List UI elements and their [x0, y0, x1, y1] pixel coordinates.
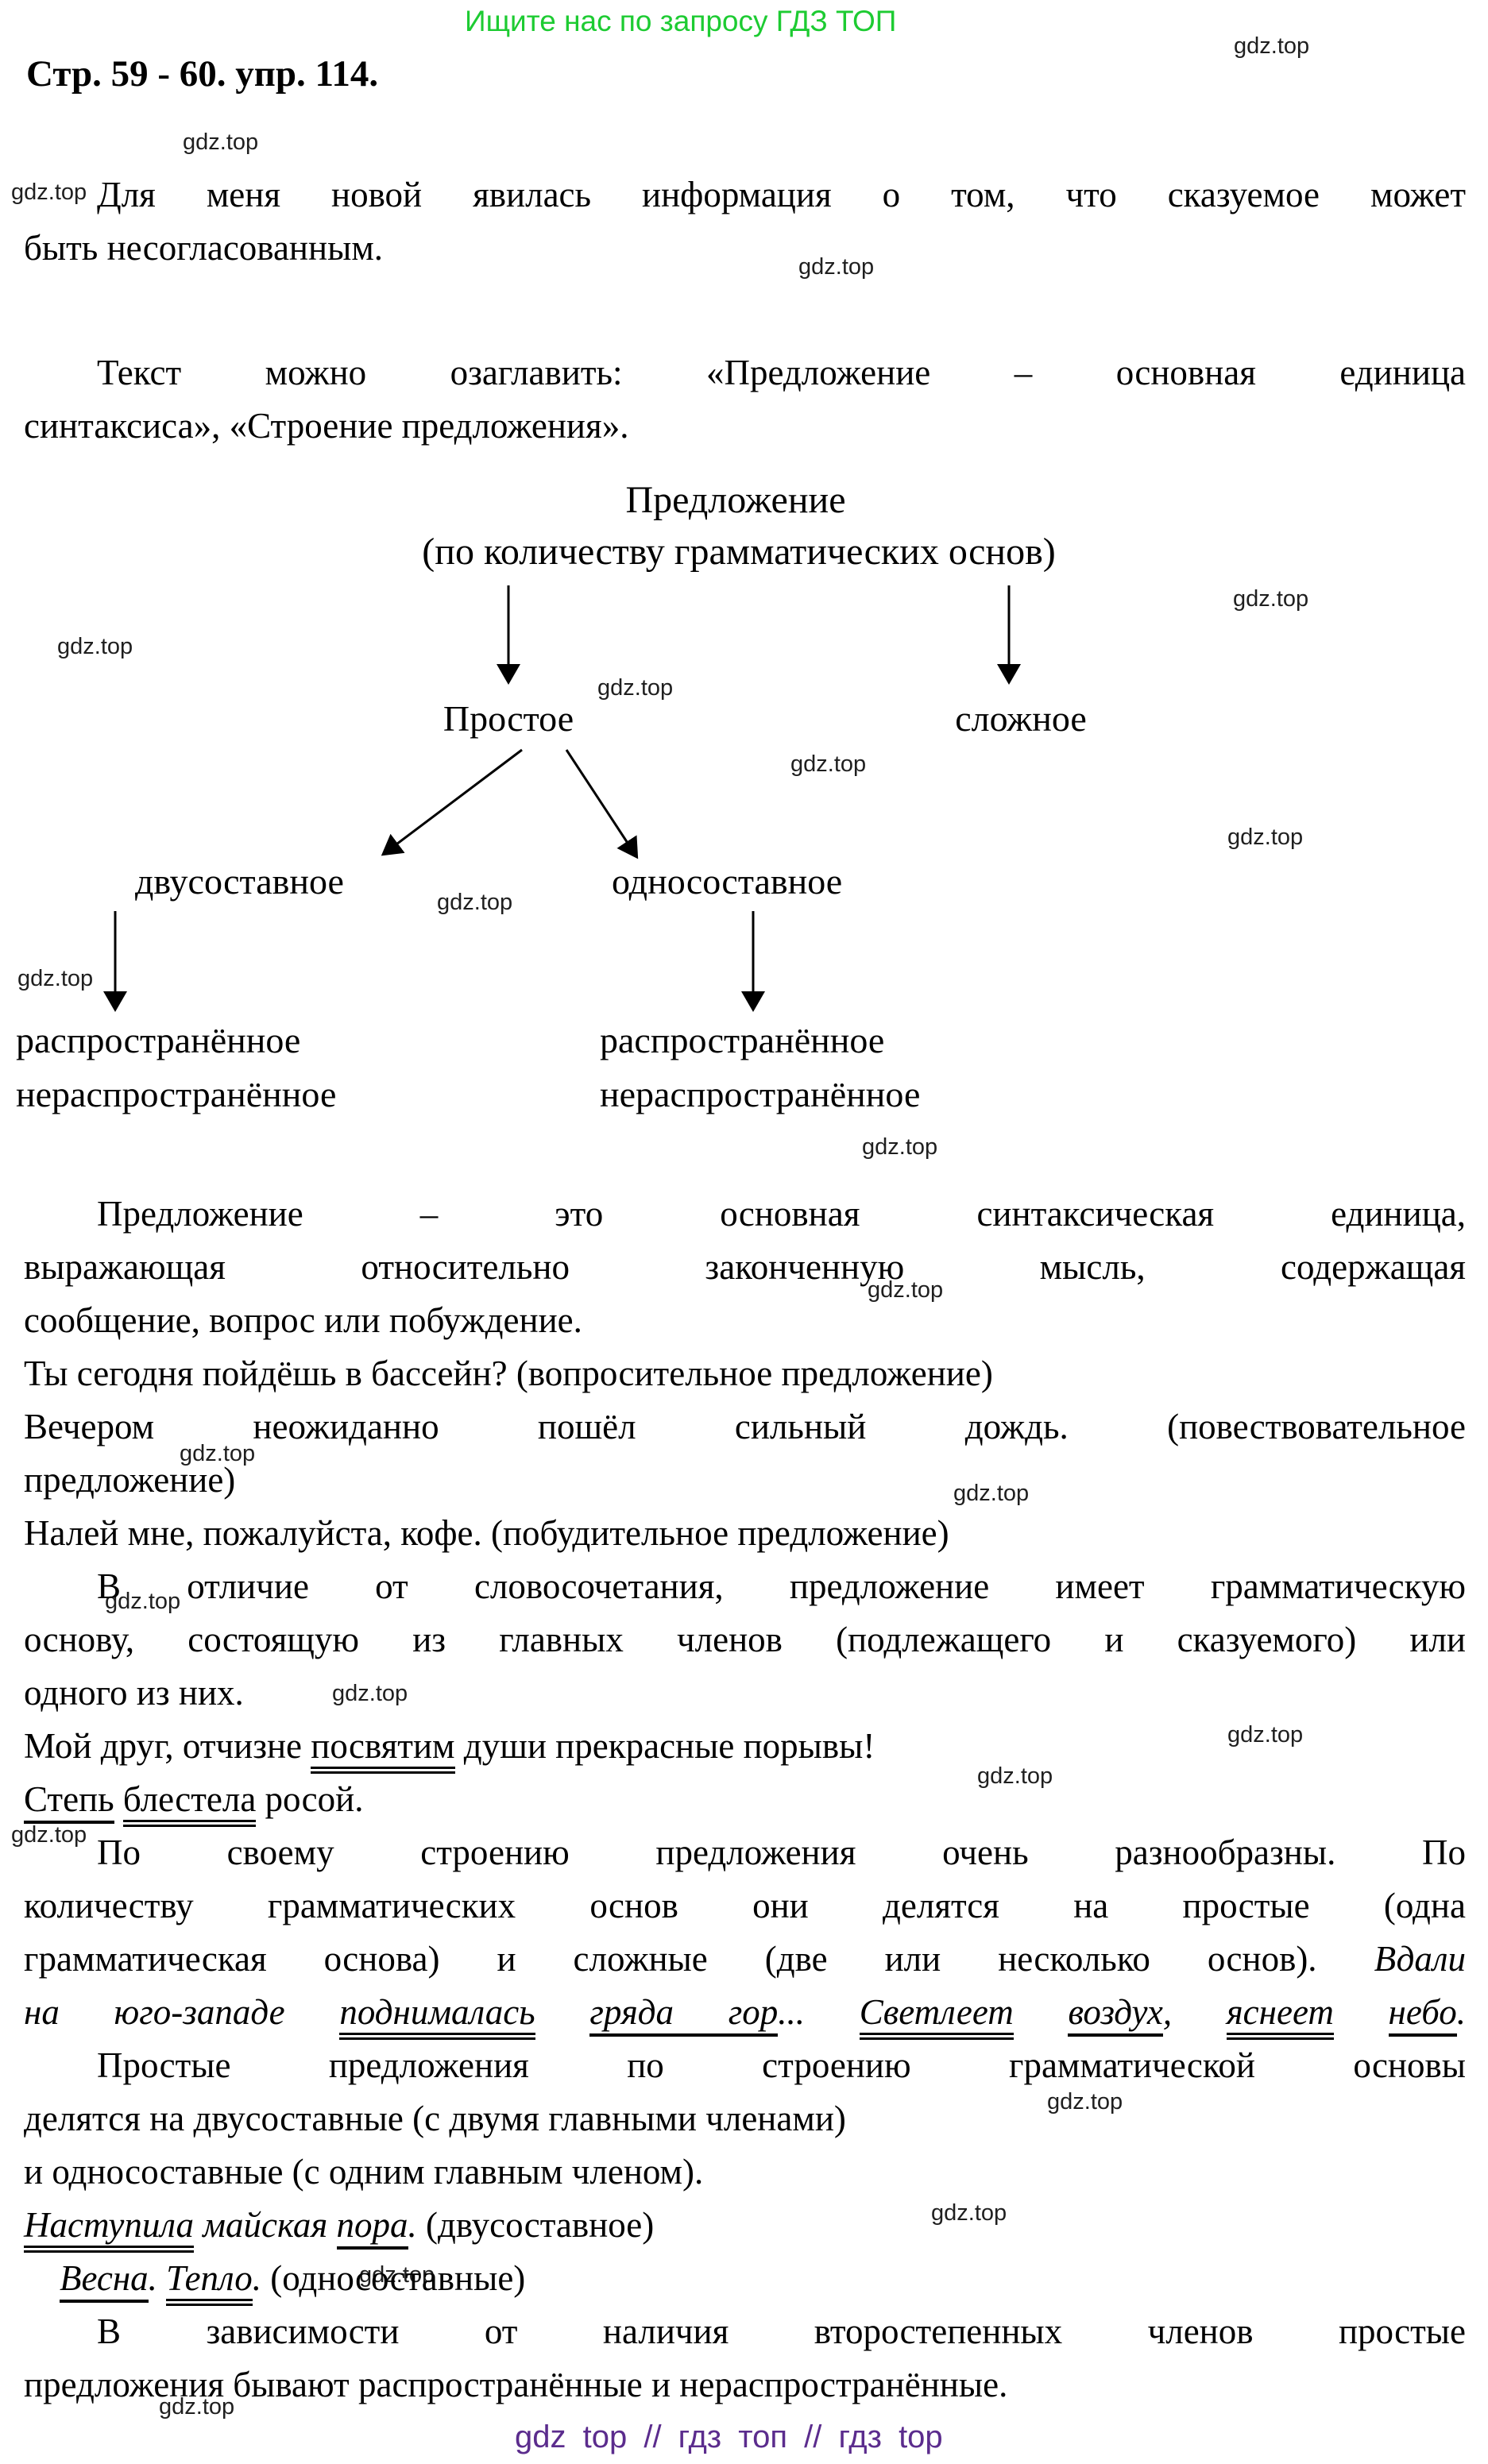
text-line: выражающая относительно законченную мысл…	[24, 1247, 1466, 1287]
diagram-complex-label: сложное	[955, 698, 1087, 739]
text-line: сообщение, вопрос или побуждение.	[24, 1300, 582, 1340]
paragraph-gap	[24, 275, 1466, 346]
text-line: Вечером неожиданно пошёл сильный дождь. …	[24, 1407, 1466, 1446]
text-line: и односоставные (с одним главным членом)…	[24, 2152, 704, 2192]
gdz-watermark: gdz.top	[790, 751, 867, 777]
text-line: делятся на двусоставные (с двумя главным…	[24, 2099, 846, 2138]
promo-header: Ищите нас по запросу ГДЗ ТОП	[465, 5, 897, 37]
gdz-watermark: gdz.top	[1227, 1722, 1304, 1748]
gdz-watermark: gdz.top	[359, 2262, 435, 2288]
text-line: основу, состоящую из главных членов (под…	[24, 1620, 1466, 1659]
gdz-watermark: gdz.top	[1227, 825, 1304, 850]
gdz-watermark: gdz.top	[105, 1589, 181, 1614]
gdz-watermark: gdz.top	[57, 634, 133, 659]
text-line: Простые предложения по строению граммати…	[97, 2045, 1466, 2085]
text-line: предложение)	[24, 1460, 236, 1500]
text-line: Предложение – это основная синтаксическа…	[97, 1194, 1466, 1234]
gdz-watermark: gdz.top	[183, 129, 259, 155]
gdz-watermark: gdz.top	[1233, 586, 1309, 612]
text-line: количеству грамматических основ они деля…	[24, 1886, 1466, 1925]
page-title: Стр. 59 - 60. упр. 114.	[26, 53, 379, 95]
text-line: быть несогласованным.	[24, 228, 384, 268]
gdz-watermark: gdz.top	[11, 180, 87, 205]
diagram-simple-label: Простое	[443, 698, 574, 739]
answer-text: Для меня новой явилась информация о том,…	[16, 168, 1466, 2412]
diagram-right-leaf-1: распространённое	[600, 1020, 885, 1060]
text-line: По своему строению предложения очень раз…	[97, 1833, 1466, 1872]
gdz-watermark: gdz.top	[17, 966, 94, 991]
diagram-right-leaf-2: нераспространённое	[600, 1074, 921, 1114]
gdz-watermark: gdz.top	[798, 254, 875, 280]
text-line: Наступила майская пора. (двусоставное)	[24, 2199, 1466, 2253]
text-line: синтаксиса», «Строение предложения».	[24, 406, 629, 446]
diagram-two-part-label: двусоставное	[135, 861, 344, 902]
gdz-watermark: gdz.top	[597, 675, 674, 701]
diagram-criterion-label: (по количеству грамматических основ)	[422, 531, 1056, 573]
text-line: Для меня новой явилась информация о том,…	[97, 175, 1466, 214]
diagram-left-leaf-1: распространённое	[16, 1020, 301, 1060]
footer-links: gdz top // гдз топ // гдз top	[515, 2420, 943, 2454]
gdz-watermark: gdz.top	[1234, 33, 1310, 59]
gdz-watermark: gdz.top	[931, 2200, 1007, 2226]
gdz-watermark: gdz.top	[11, 1822, 87, 1848]
gdz-watermark: gdz.top	[332, 1681, 408, 1706]
text-line: Текст можно озаглавить: «Предложение – о…	[97, 353, 1466, 392]
gdz-watermark: gdz.top	[862, 1134, 938, 1160]
gdz-watermark: gdz.top	[437, 890, 513, 915]
text-line: В отличие от словосочетания, предложение…	[97, 1566, 1466, 1606]
text-line: В зависимости от наличия второстепенных …	[97, 2311, 1466, 2351]
diagram-one-part-label: односоставное	[612, 861, 843, 902]
text-line: Налей мне, пожалуйста, кофе. (побудитель…	[24, 1513, 949, 1553]
text-line: Весна. Тепло. (односоставные)	[24, 2252, 1466, 2306]
gdz-watermark: gdz.top	[953, 1481, 1030, 1506]
gdz-watermark: gdz.top	[1047, 2089, 1123, 2114]
text-line: Степь блестела росой.	[24, 1773, 1466, 1827]
text-line: грамматическая основа) и сложные (две ил…	[24, 1939, 1466, 1979]
text-line: одного из них.	[24, 1673, 244, 1713]
gdz-watermark: gdz.top	[159, 2394, 235, 2420]
text-line: на юго-западе поднималась гряда гор... С…	[24, 1986, 1466, 2040]
sentence-classification-diagram: Предложение (по количеству грамматически…	[0, 453, 1488, 1188]
text-line: Ты сегодня пойдёшь в бассейн? (вопросите…	[24, 1354, 993, 1393]
text-line: предложения бывают распространённые и не…	[24, 2365, 1008, 2404]
gdz-watermark: gdz.top	[977, 1763, 1053, 1789]
text-line: Мой друг, отчизне посвятим души прекрасн…	[24, 1720, 1466, 1774]
gdz-watermark: gdz.top	[868, 1277, 944, 1303]
gdz-watermark: gdz.top	[180, 1441, 256, 1466]
diagram-left-leaf-2: нераспространённое	[16, 1074, 337, 1114]
diagram-root-label: Предложение	[625, 479, 846, 521]
diagram-arrows	[103, 585, 1021, 1012]
